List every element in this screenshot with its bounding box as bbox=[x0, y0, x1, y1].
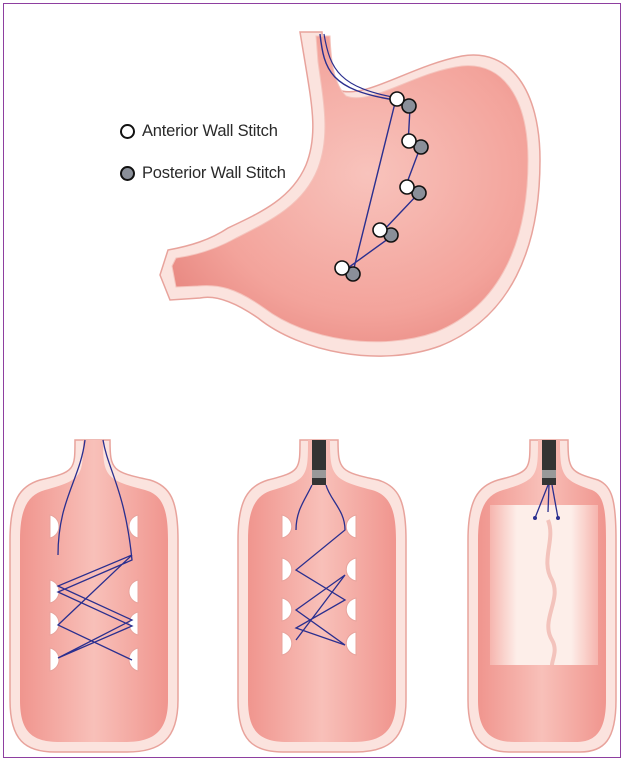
legend-anterior: Anterior Wall Stitch bbox=[120, 120, 278, 142]
endoscope bbox=[312, 440, 326, 485]
anterior-stitch bbox=[373, 223, 387, 237]
legend-posterior: Posterior Wall Stitch bbox=[120, 162, 286, 184]
legend-anterior-label: Anterior Wall Stitch bbox=[142, 122, 278, 141]
sleeve-region bbox=[490, 505, 598, 665]
anterior-stitch bbox=[335, 261, 349, 275]
posterior-stitch-icon bbox=[120, 166, 135, 181]
stomach-top bbox=[160, 32, 540, 356]
anterior-stitch bbox=[400, 180, 414, 194]
anterior-stitch bbox=[402, 134, 416, 148]
tube-panel-3 bbox=[468, 440, 616, 752]
tube-panel-2 bbox=[238, 440, 406, 752]
anterior-stitch bbox=[390, 92, 404, 106]
anterior-stitch-icon bbox=[120, 124, 135, 139]
tube-panel-1 bbox=[10, 440, 178, 752]
legend-posterior-label: Posterior Wall Stitch bbox=[142, 164, 286, 183]
endoscope bbox=[542, 440, 556, 485]
